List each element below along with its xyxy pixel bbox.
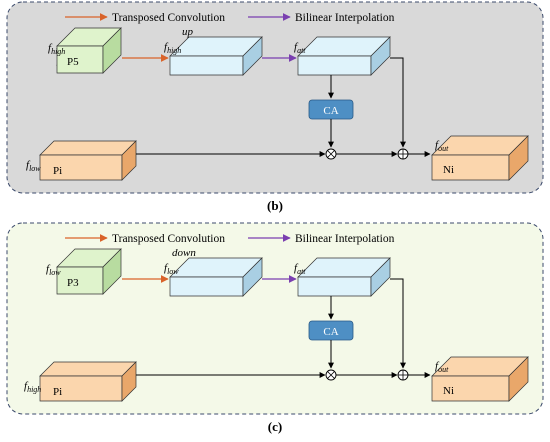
pi-block [39, 361, 137, 402]
panel-b-caption: (b) [267, 198, 283, 213]
panel-b: Transposed Convolution Bilinear Interpol… [6, 1, 544, 194]
panel-c-caption: (c) [267, 419, 283, 434]
panel-b-background [6, 1, 544, 194]
ca-label: CA [323, 105, 338, 117]
f-out-label: fout [435, 139, 449, 153]
pi-block [39, 140, 137, 181]
f-low-label: flow [46, 263, 61, 277]
panel-c: Transposed Convolution Bilinear Interpol… [6, 222, 544, 415]
f-att-label: fatt [294, 262, 306, 276]
legend-bilinear-label: Bilinear Interpolation [295, 233, 395, 245]
p3-label: P3 [67, 277, 79, 289]
ni-block [431, 356, 529, 402]
att-skip-arrow [390, 57, 406, 148]
panel-c-background [6, 222, 544, 415]
att-block [297, 257, 391, 297]
att-skip-arrow [390, 278, 406, 369]
legend-transposed-label: Transposed Convolution [112, 233, 225, 245]
ni-label: Ni [443, 385, 454, 397]
pi-label: Pi [53, 386, 62, 398]
upsampled-block [169, 36, 263, 76]
f-high-label: fhigh [24, 380, 41, 394]
ni-label: Ni [443, 164, 454, 176]
up-label: up [182, 26, 194, 38]
f-att-label: fatt [294, 41, 306, 55]
legend-transposed-label: Transposed Convolution [112, 12, 225, 24]
f-high-label: fhigh [48, 42, 65, 56]
f-low-mid-label: flow [164, 262, 179, 276]
p5-label: P5 [67, 56, 79, 68]
down-label: down [172, 247, 196, 259]
f-high-mid-label: fhigh [164, 41, 181, 55]
att-block [297, 36, 391, 76]
ni-block [431, 135, 529, 181]
f-out-label: fout [435, 360, 449, 374]
p5-block [56, 27, 122, 74]
pi-label: Pi [53, 165, 62, 177]
downsampled-block [169, 257, 263, 297]
legend-bilinear-label: Bilinear Interpolation [295, 12, 395, 24]
f-low-label: flow [26, 159, 41, 173]
ca-label: CA [323, 326, 338, 338]
p3-block [56, 248, 122, 295]
